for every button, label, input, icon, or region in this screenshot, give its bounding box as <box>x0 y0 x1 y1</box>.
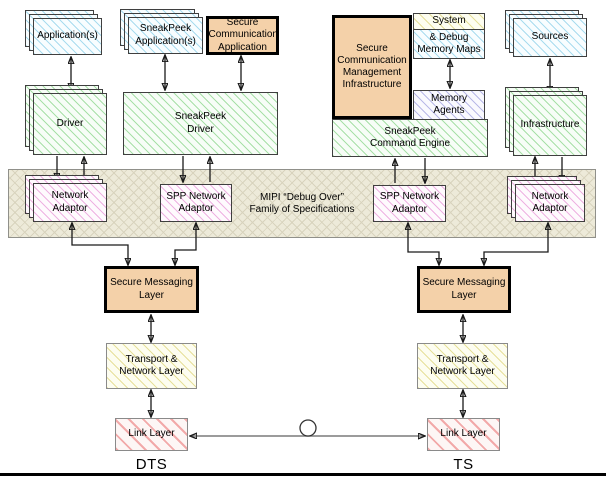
node-secure-communication-application: Secure Communication Application <box>206 16 279 55</box>
ts-label: TS <box>453 456 474 473</box>
node-label: SneakPeek Driver <box>174 111 227 135</box>
node-label: SneakPeek Command Engine <box>369 125 451 149</box>
node-memory-agents: Memory Agents <box>413 90 485 120</box>
node-spp-network-adaptor-right: SPP Network Adaptor <box>373 185 446 222</box>
node-infrastructure: Infrastructure <box>505 87 587 156</box>
node-system-debug-memory-maps: System & Debug Memory Maps <box>413 13 485 59</box>
link-medium-circle <box>299 419 317 437</box>
node-label: Network Adaptor <box>531 190 569 214</box>
node-spp-network-adaptor-left: SPP Network Adaptor <box>160 184 232 222</box>
memory-maps-section: & Debug Memory Maps <box>414 30 484 58</box>
node-label: System <box>432 15 466 27</box>
node-sneakpeek-command-engine: SneakPeek Command Engine <box>332 119 488 157</box>
arrow-sppna-sml-right <box>408 223 439 265</box>
node-sources: Sources <box>505 10 587 57</box>
node-label: Secure Communication Application <box>208 17 278 53</box>
node-secure-messaging-layer-left: Secure Messaging Layer <box>104 266 199 313</box>
node-label: & Debug Memory Maps <box>417 31 481 55</box>
arrow-netadaptor-sml-left <box>72 223 128 265</box>
system-stripe: System <box>414 14 484 30</box>
node-label: SneakPeek Application(s) <box>135 23 196 47</box>
node-label: Infrastructure <box>520 119 580 131</box>
node-sneakpeek-applications: SneakPeek Application(s) <box>120 9 203 54</box>
node-label: Secure Communication Management Infrastr… <box>337 42 407 91</box>
node-network-adaptor-left: Network Adaptor <box>25 175 107 222</box>
node-driver: Driver <box>25 85 107 155</box>
dts-label: DTS <box>135 456 168 473</box>
node-label: Transport & Network Layer <box>430 353 495 377</box>
node-label: Link Layer <box>128 428 175 440</box>
node-label: SPP Network Adaptor <box>379 191 440 215</box>
node-label: Driver <box>56 117 84 129</box>
node-label: Link Layer <box>440 428 487 440</box>
node-secure-communication-management-infrastructure: Secure Communication Management Infrastr… <box>332 15 412 119</box>
node-transport-network-layer-left: Transport & Network Layer <box>106 343 197 389</box>
node-label: Application(s) <box>37 30 98 42</box>
node-transport-network-layer-right: Transport & Network Layer <box>417 343 508 389</box>
arrow-sppna-sml-left <box>175 223 196 265</box>
node-sneakpeek-driver: SneakPeek Driver <box>123 92 278 155</box>
node-label: Secure Messaging Layer <box>110 277 193 301</box>
node-label: Sources <box>531 31 569 43</box>
node-label: SPP Network Adaptor <box>166 190 226 214</box>
arrow-netadaptor-sml-right <box>484 223 548 265</box>
node-label: Network Adaptor <box>51 190 89 214</box>
bottom-divider <box>0 473 606 476</box>
band-label: MIPI “Debug Over” Family of Specificatio… <box>249 192 355 215</box>
node-label: Secure Messaging Layer <box>422 277 506 301</box>
node-network-adaptor-right: Network Adaptor <box>507 176 585 222</box>
node-secure-messaging-layer-right: Secure Messaging Layer <box>417 266 511 313</box>
node-applications: Application(s) <box>25 10 102 55</box>
node-link-layer-right: Link Layer <box>427 418 500 451</box>
node-label: Memory Agents <box>430 92 468 116</box>
node-label: Transport & Network Layer <box>119 353 184 377</box>
node-link-layer-left: Link Layer <box>115 418 188 451</box>
